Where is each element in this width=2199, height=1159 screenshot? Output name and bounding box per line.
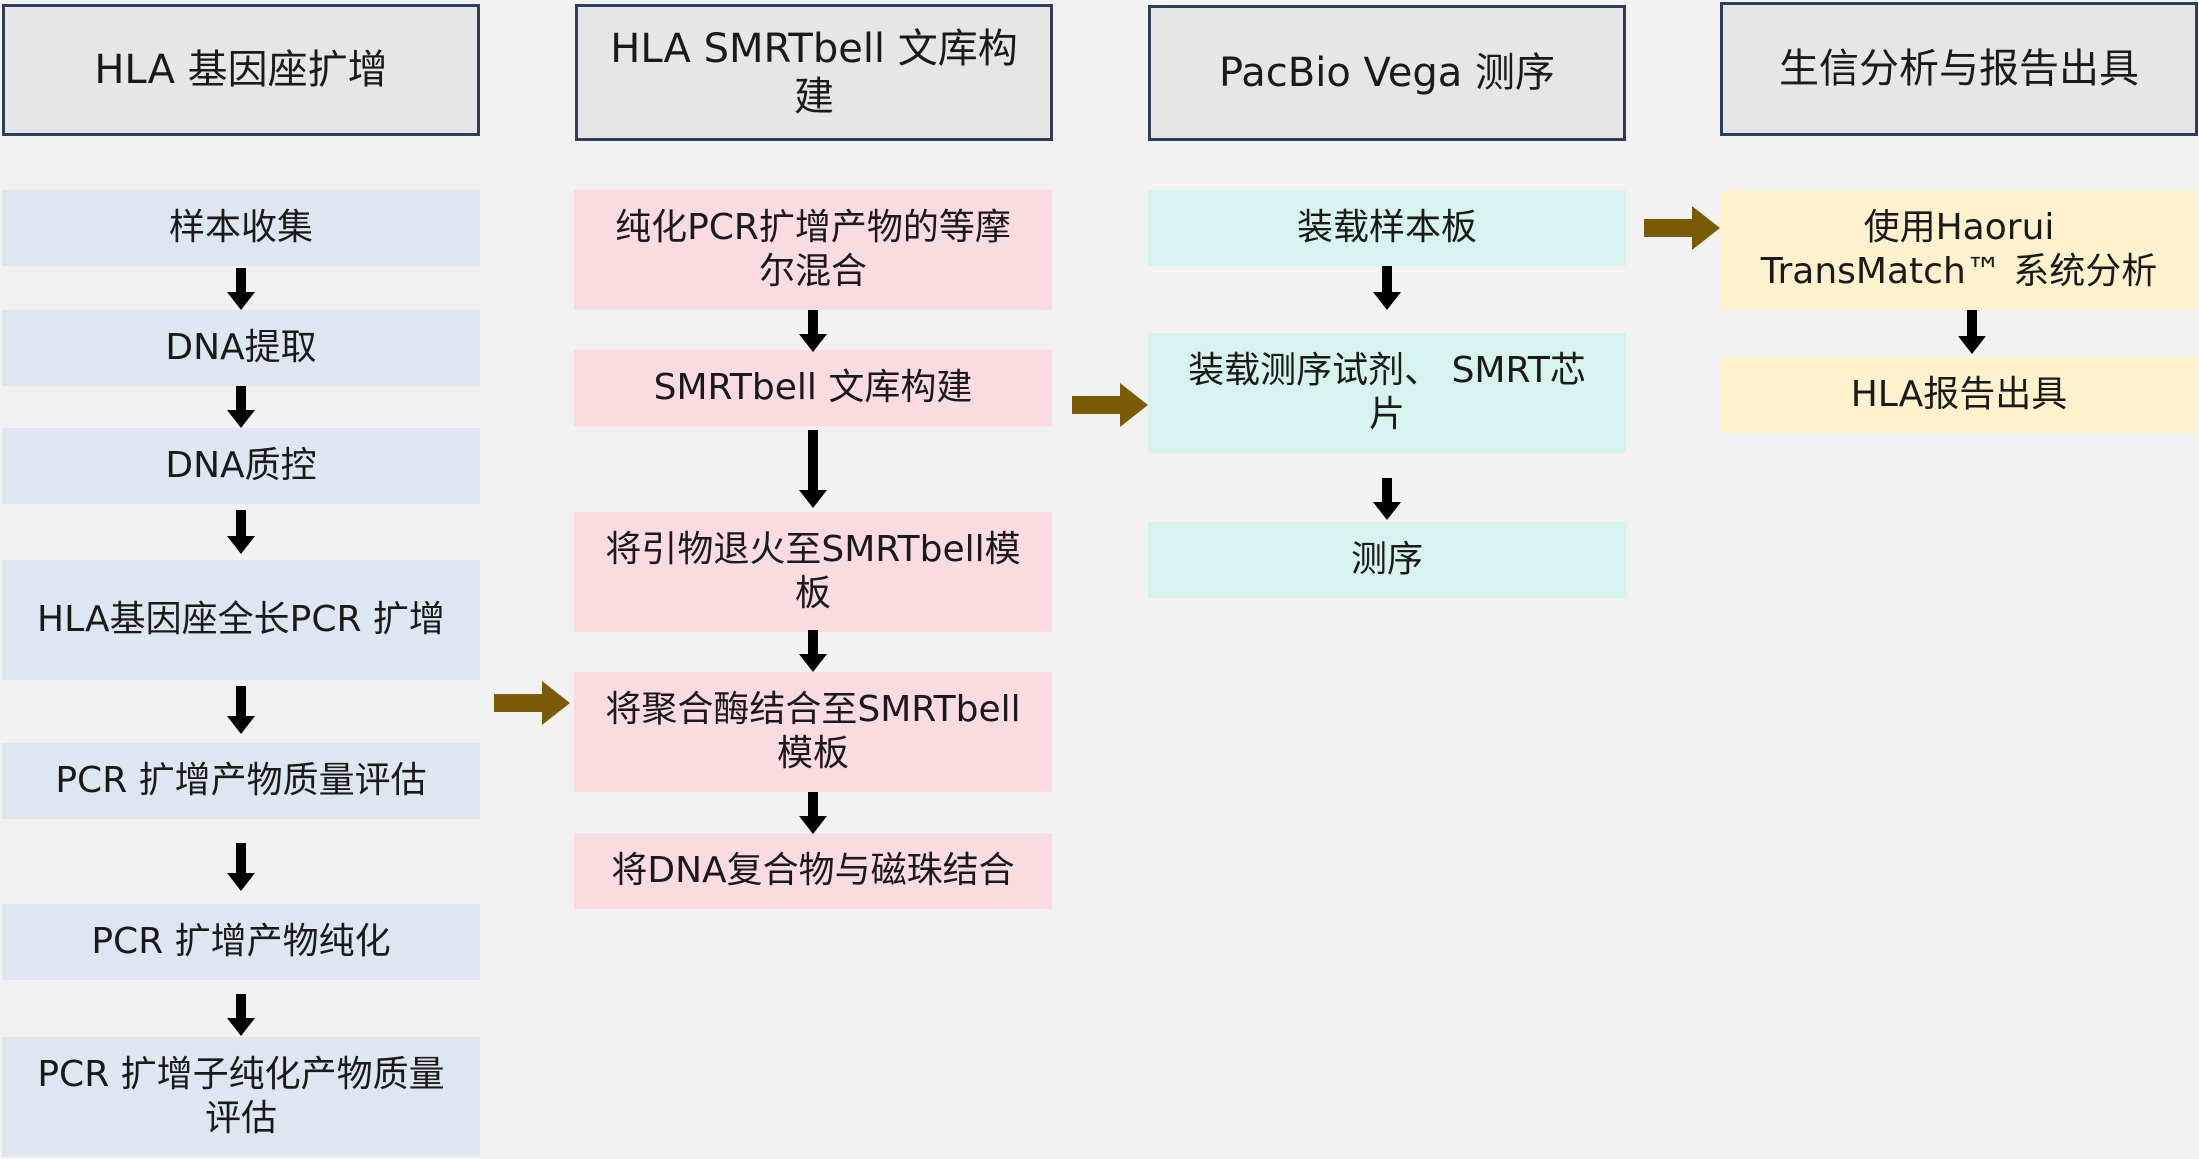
arrow-down-icon <box>227 386 255 428</box>
arrow-down-icon <box>799 430 827 508</box>
step-full-length-pcr: HLA基因座全长PCR 扩增 <box>2 560 480 680</box>
step-equimolar-pooling: 纯化PCR扩增产物的等摩尔混合 <box>574 190 1052 310</box>
step-primer-annealing: 将引物退火至SMRTbell模板 <box>574 512 1052 632</box>
arrow-down-icon <box>1958 310 1986 354</box>
arrow-down-icon <box>227 994 255 1036</box>
arrow-down-icon <box>227 686 255 734</box>
column-header-bioinformatics: 生信分析与报告出具 <box>1720 2 2198 136</box>
arrow-down-icon <box>799 310 827 352</box>
arrow-right-icon <box>1072 383 1148 427</box>
arrow-down-icon <box>799 792 827 834</box>
step-load-reagents-chip: 装载测序试剂、 SMRT芯片 <box>1148 333 1626 453</box>
step-dna-qc: DNA质控 <box>2 428 480 504</box>
step-load-sample-plate: 装载样本板 <box>1148 190 1626 266</box>
arrow-down-icon <box>227 510 255 554</box>
arrow-right-icon <box>1644 206 1720 250</box>
step-hla-report: HLA报告出具 <box>1720 357 2198 433</box>
step-transmatch-analysis: 使用Haorui TransMatch™ 系统分析 <box>1720 190 2198 310</box>
arrow-down-icon <box>227 843 255 891</box>
step-amplicon-quality-assessment: PCR 扩增子纯化产物质量评估 <box>2 1037 480 1157</box>
step-polymerase-binding: 将聚合酶结合至SMRTbell模板 <box>574 672 1052 792</box>
step-bead-binding: 将DNA复合物与磁珠结合 <box>574 833 1052 909</box>
column-header-smrtbell-library: HLA SMRTbell 文库构建 <box>575 4 1053 141</box>
step-smrtbell-library-build: SMRTbell 文库构建 <box>574 350 1052 426</box>
arrow-down-icon <box>1373 266 1401 310</box>
step-pcr-purification: PCR 扩增产物纯化 <box>2 904 480 980</box>
arrow-down-icon <box>227 268 255 310</box>
arrow-down-icon <box>799 630 827 672</box>
step-pcr-quality-assessment: PCR 扩增产物质量评估 <box>2 743 480 819</box>
step-sample-collection: 样本收集 <box>2 190 480 266</box>
column-header-vega-sequencing: PacBio Vega 测序 <box>1148 5 1626 141</box>
step-dna-extraction: DNA提取 <box>2 310 480 386</box>
arrow-down-icon <box>1373 478 1401 520</box>
column-header-hla-amplification: HLA 基因座扩增 <box>2 4 480 136</box>
arrow-right-icon <box>494 681 570 725</box>
step-sequencing: 测序 <box>1148 522 1626 598</box>
